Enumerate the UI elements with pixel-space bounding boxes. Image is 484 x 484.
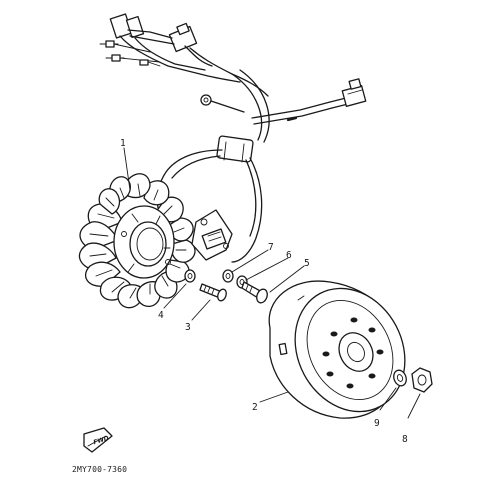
ground-ring-terminal (200, 94, 245, 113)
washer-part-9 (393, 369, 407, 387)
bullet-connectors (99, 40, 161, 67)
washer-part-7 (222, 269, 234, 283)
callout-9: 9 (374, 418, 380, 429)
screw-part-5 (241, 281, 268, 304)
callout-8: 8 (402, 434, 408, 445)
rotor-vent-holes (322, 317, 384, 389)
callout-1: 1 (120, 138, 126, 149)
callout-5: 5 (304, 258, 310, 269)
harness-connector (109, 13, 198, 53)
flywheel-rotor (268, 280, 406, 419)
callout-6: 6 (286, 250, 292, 261)
screw-part-3 (199, 283, 227, 302)
harness-grommet (216, 135, 254, 163)
washer-part-4 (184, 269, 196, 283)
pickup-coil (191, 209, 233, 261)
stator-winding-lines (89, 183, 187, 299)
nut-part-8 (411, 367, 433, 393)
leader-lines (123, 147, 421, 419)
callout-2: 2 (252, 402, 258, 413)
fwd-label: FWD (93, 435, 110, 447)
side-connector (341, 78, 367, 107)
callout-4: 4 (158, 310, 164, 321)
diagram-part-code: 2MY700-7360 (72, 465, 127, 474)
callout-7: 7 (268, 242, 274, 253)
stator-coil-lobes (78, 173, 196, 309)
callout-labels: 1 2 3 4 5 6 7 8 9 (120, 138, 408, 445)
fwd-arrow-icon: FWD (83, 427, 113, 453)
stator-coil-assembly (78, 173, 196, 309)
wire-harness (99, 13, 367, 143)
callout-3: 3 (185, 322, 191, 333)
